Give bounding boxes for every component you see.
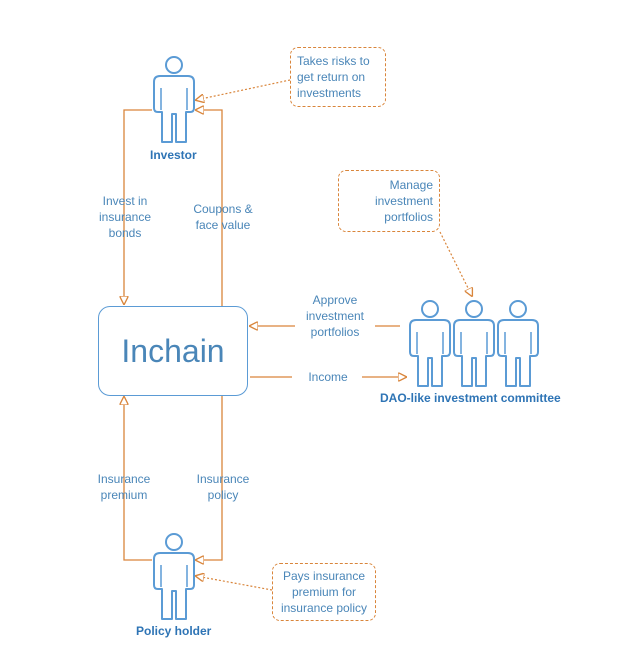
invest-arrow: [124, 109, 152, 304]
policy-label: Insurance policy: [196, 472, 250, 502]
investor-note: Takes risks to get return on investments: [290, 47, 386, 107]
inchain-node: Inchain: [98, 306, 248, 396]
coupons-label: Coupons & face value: [193, 202, 253, 232]
income-label: Income: [308, 370, 348, 384]
investor-label: Investor: [150, 148, 197, 162]
policy-holder-label: Policy holder: [136, 624, 212, 638]
premium-label: Insurance premium: [97, 472, 151, 502]
policy-note-pointer: [196, 576, 273, 591]
invest-label: Invest in insurance bonds: [98, 194, 152, 240]
policy-holder-note: Pays insurance premium for insurance pol…: [272, 563, 376, 621]
committee-member-figure: [409, 300, 451, 387]
inchain-label: Inchain: [121, 332, 225, 369]
policy-holder-figure: [153, 533, 195, 620]
approve-label: Approve investment portfolios: [305, 293, 365, 339]
policy-arrow: [196, 396, 223, 560]
coupons-arrow: [196, 110, 223, 306]
investor-figure: [153, 56, 195, 143]
committee-label: DAO-like investment committee: [380, 391, 561, 405]
committee-member-figure: [453, 300, 495, 387]
committee-member-figure: [497, 300, 539, 387]
investor-note-pointer: [196, 79, 291, 100]
committee-note-pointer: [439, 231, 472, 296]
committee-note: Manage investment portfolios: [338, 170, 440, 232]
premium-arrow: [124, 397, 152, 561]
